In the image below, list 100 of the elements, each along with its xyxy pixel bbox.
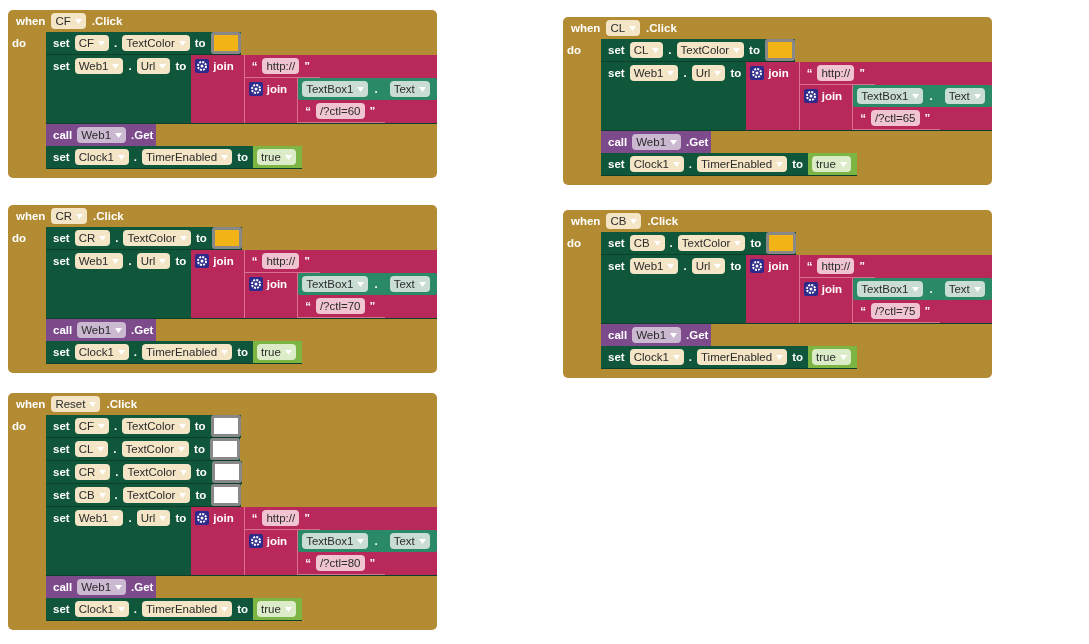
call-block [601,131,712,153]
block-label: . [687,157,693,172]
setter-block [46,461,242,484]
block-label: set [607,350,626,365]
block-label: .Get [685,328,710,343]
block-label: join [767,259,790,274]
block-label: set [52,59,71,74]
text-block [244,55,320,78]
dropdown-field: TextBox1 [857,281,924,297]
block-label: “ [304,556,312,571]
dropdown-field: Web1 [74,253,124,269]
block-label: . [373,277,379,292]
block-label: .Click [645,21,678,36]
getter-block [298,530,437,552]
getter-block [853,278,992,300]
text-block [298,552,386,575]
block-label: join [212,511,235,526]
block-label: “ [250,254,259,269]
dropdown-field: CF [74,418,109,434]
block-label: join [212,254,235,269]
block-label: . [127,59,133,74]
block-label: when [570,21,602,36]
block-label: ” [923,304,932,319]
block-label: to [195,231,208,246]
block-label: set [607,43,626,58]
event-block [563,17,992,185]
color-block [211,227,242,249]
dropdown-field: CL [606,20,641,36]
block-label: ” [858,66,866,81]
event-block [8,393,437,630]
dropdown-field: Clock1 [74,149,129,165]
dropdown-field: Web1 [74,510,124,526]
dropdown-field: TimerEnabled [697,156,788,172]
block-label: set [52,419,71,434]
text-block [799,62,875,85]
block-label: set [52,150,71,165]
color-block [209,438,240,460]
dropdown-field: CR [74,230,111,246]
logic-block [253,341,302,363]
block-label: ” [303,59,311,74]
dropdown-field: Url [136,58,171,74]
color-block [210,32,241,54]
block-label: . [127,511,133,526]
dropdown-field: Text [389,276,430,292]
block-label: to [174,254,188,269]
block-label: do [566,43,583,58]
block-label: to [791,157,804,172]
dropdown-field: true [257,601,296,617]
dropdown-field: TextBox1 [302,276,369,292]
block-label: call [607,328,629,343]
call-block [601,324,712,346]
block-label: when [15,397,47,412]
logic-block [253,146,302,168]
join-block [746,255,992,323]
setter-block [601,346,857,369]
block-label: “ [250,511,259,526]
dropdown-field: Url [136,253,171,269]
setter-block [46,484,242,507]
block-label: . [132,150,138,165]
block-label: ” [858,259,866,274]
block-label: join [265,277,289,292]
call-block [46,576,157,598]
join-block [191,55,437,123]
text-block [853,107,941,130]
dropdown-field: Text [389,533,430,549]
dropdown-field: TextColor [676,42,745,58]
block-label: set [607,259,626,274]
dropdown-field: true [257,149,296,165]
block-label: . [112,419,119,434]
block-label: join [767,66,790,81]
block-label: to [236,345,249,360]
block-label: to [729,259,743,274]
block-label: .Click [90,14,124,29]
dropdown-field: Web1 [77,127,127,143]
setter-block [46,250,437,319]
text-block [244,507,320,530]
block-label: call [52,323,74,338]
block-label: join [265,82,289,97]
text-block [853,300,941,323]
block-label: to [748,43,761,58]
setter-block [601,232,797,255]
block-label: do [11,419,28,434]
block-label: set [52,254,71,269]
dropdown-field: TextColor [122,418,190,434]
dropdown-field: Url [136,510,171,526]
join-block [191,250,437,318]
block-label: join [265,534,289,549]
block-label: .Click [92,209,125,224]
text-block [244,250,320,273]
block-label: .Click [105,397,139,412]
block-label: . [373,82,379,97]
block-label: set [52,345,71,360]
setter-block [46,507,437,576]
block-label: when [15,209,47,224]
dropdown-field: true [812,349,851,365]
color-block [211,461,242,483]
getter-block [298,78,437,100]
text-field: /?ctl=65 [870,110,920,126]
dropdown-field: CF [74,35,109,51]
join-block [746,62,992,130]
